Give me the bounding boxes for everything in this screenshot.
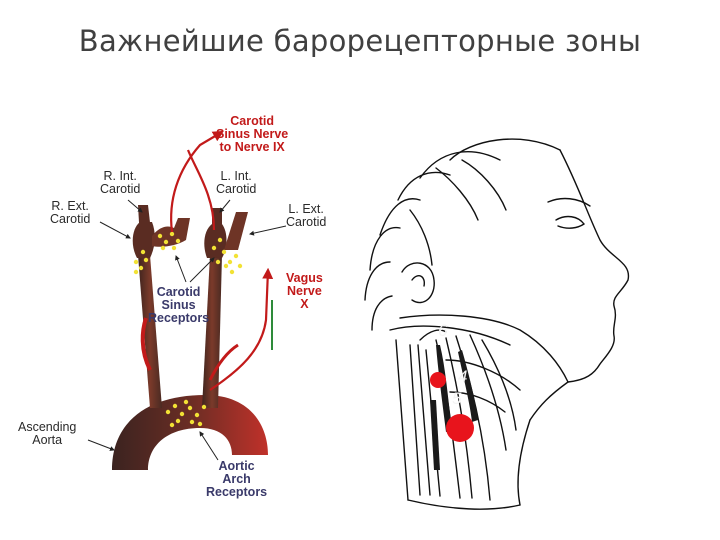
label-carotid-sinus-receptors: Carotid Sinus Receptors — [148, 286, 209, 325]
receptor-point-small — [430, 372, 446, 388]
label-l-int-carotid: L. Int. Carotid — [216, 170, 256, 196]
label-r-ext-carotid: R. Ext. Carotid — [50, 200, 90, 226]
receptor-point-large — [446, 414, 474, 442]
label-l-ext-carotid: L. Ext. Carotid — [286, 203, 326, 229]
neck-number-5: 5 — [452, 389, 462, 408]
neck-dissection-sketch — [365, 139, 628, 509]
label-aortic-arch-receptors: Aortic Arch Receptors — [206, 460, 267, 499]
neck-number-4: 4 — [458, 367, 467, 386]
neck-number-6: 6 — [438, 321, 448, 340]
label-carotid-sinus-nerve: Carotid Sinus Nerve to Nerve IX — [216, 115, 288, 154]
label-r-int-carotid: R. Int. Carotid — [100, 170, 140, 196]
label-vagus-nerve: Vagus Nerve X — [286, 272, 323, 311]
label-ascending-aorta: Ascending Aorta — [18, 421, 76, 447]
